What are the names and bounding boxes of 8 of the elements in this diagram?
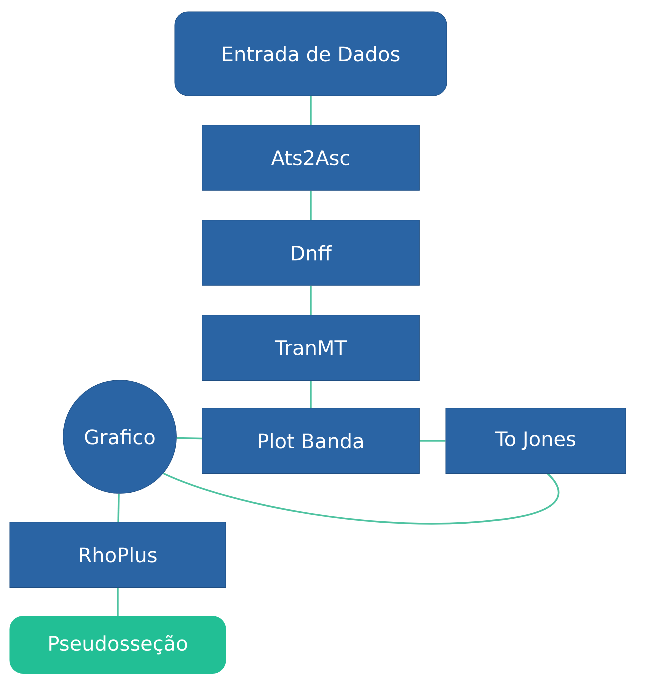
process-box: Plot Banda xyxy=(202,408,420,474)
end-box: Pseudosseção xyxy=(10,616,226,674)
process-box: Ats2Asc xyxy=(202,125,420,191)
process-box: RhoPlus xyxy=(10,522,226,588)
process-box: TranMT xyxy=(202,315,420,381)
process-box: Dnff xyxy=(202,220,420,286)
process-box: To Jones xyxy=(446,408,626,474)
start-box: Entrada de Dados xyxy=(174,12,448,96)
